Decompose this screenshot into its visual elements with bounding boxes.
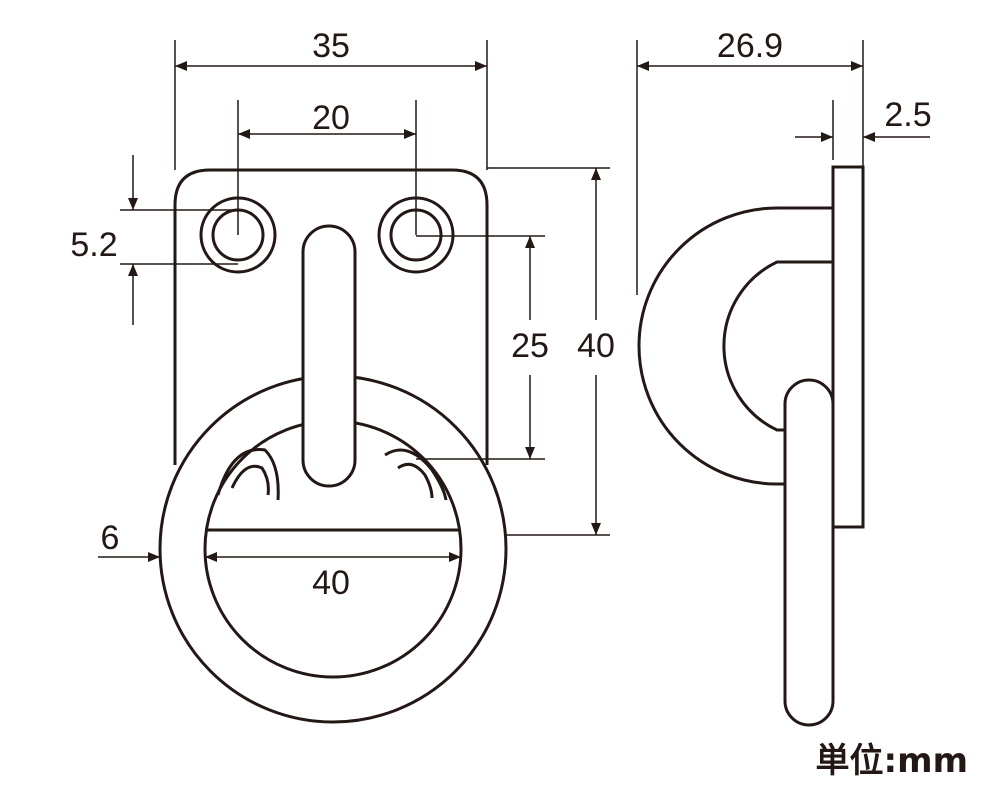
label-wire-diameter: 6 [101, 519, 120, 557]
left-hole-fragment-inner-a [216, 448, 280, 501]
label-hole-spacing: 20 [312, 99, 350, 137]
unit-label: 単位:mm [816, 741, 968, 781]
right-hole-fragment-inner-b [397, 462, 434, 499]
left-hole-fragment-inner-b [230, 464, 270, 496]
side-loop-outer [637, 206, 833, 486]
label-hole-diameter: 5.2 [70, 226, 117, 264]
label-plate-thickness: 2.5 [884, 96, 931, 134]
dimension-lines [98, 40, 930, 562]
front-view [158, 168, 508, 724]
label-plate-width: 35 [312, 27, 350, 65]
right-hole-fragment-inner-a [384, 448, 448, 501]
dimension-labels: 35 20 5.2 25 40 6 40 26.9 2.5 単位:mm [70, 27, 968, 781]
side-view [637, 165, 865, 727]
label-hole-to-pin: 25 [511, 327, 549, 365]
side-ring [783, 378, 835, 727]
label-ring-diameter: 40 [312, 564, 350, 602]
label-overall-height: 40 [577, 327, 615, 365]
base-plate [173, 168, 489, 465]
side-loop-inner [722, 260, 833, 432]
label-side-depth: 26.9 [717, 27, 783, 65]
side-plate [831, 165, 865, 529]
hinge-pin [301, 224, 357, 488]
